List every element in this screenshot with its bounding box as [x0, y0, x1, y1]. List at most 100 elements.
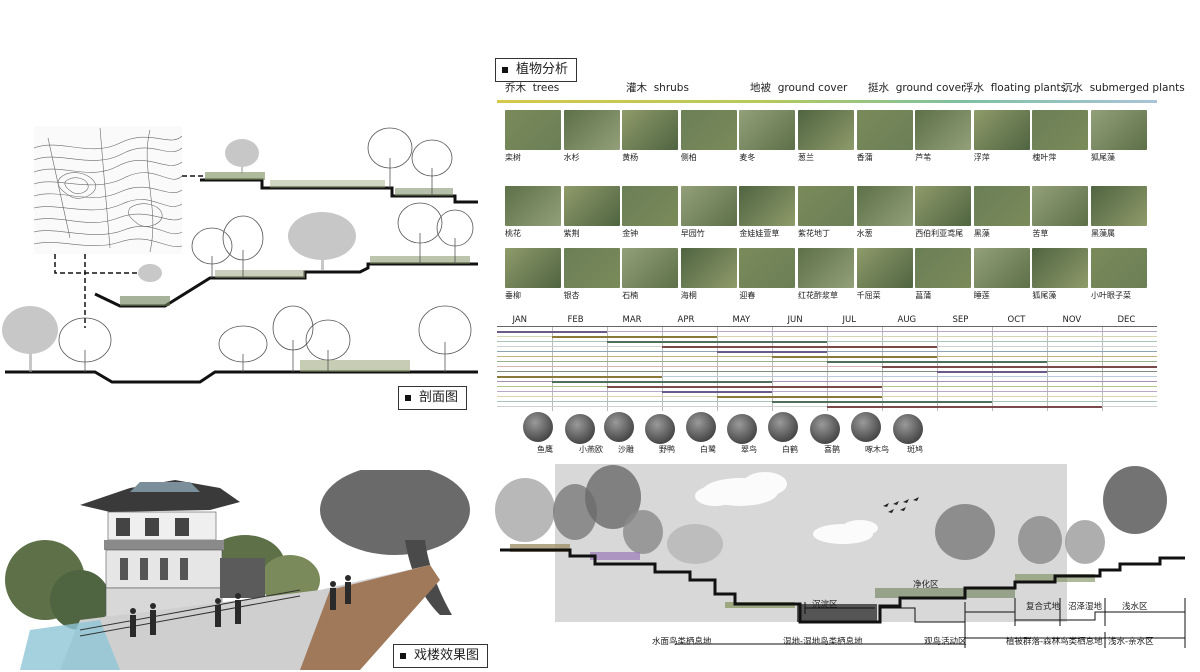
plant-name: 小叶眼子菜: [1091, 291, 1131, 300]
timeline-bar: [552, 336, 717, 338]
bird-name: 白鹤: [782, 445, 798, 454]
zone-sedimentation: 沉淀区: [812, 600, 838, 610]
bird-icon: [645, 414, 675, 444]
timeline-row: [497, 366, 1157, 367]
plant-name: 水杉: [563, 153, 580, 162]
plant-name: 金娃娃萱草: [739, 229, 780, 238]
plant-photo: [973, 248, 1030, 288]
plant-photo: [505, 110, 561, 150]
month-divider: [882, 327, 883, 411]
plant-photo: [563, 110, 620, 150]
opera-label: 戏楼效果图: [393, 644, 489, 668]
plant-photo: [973, 110, 1030, 150]
timeline-row: [497, 331, 1157, 332]
timeline-bar: [772, 401, 992, 403]
plant-name: 睡莲: [973, 291, 990, 300]
timeline-bar: [497, 376, 662, 378]
plant-photo: [505, 248, 561, 288]
zone-compound: 复合式地: [1026, 602, 1061, 612]
month-divider: [1047, 327, 1048, 411]
bird-name: 沙雕: [618, 445, 634, 454]
plant-name: 麦冬: [739, 153, 756, 162]
plant-photo: [1091, 186, 1147, 226]
bird-name: 野鸭: [659, 445, 675, 454]
timeline-bar: [772, 356, 937, 358]
plant-photo: [1091, 248, 1147, 288]
month-divider: [607, 327, 608, 411]
plant-photo: [739, 186, 796, 226]
plant-name: 葱兰: [798, 153, 814, 162]
plant-photo: [856, 110, 913, 150]
bird-icon: [893, 414, 923, 444]
square-icon: [400, 652, 406, 659]
plant-name: 黄杨: [622, 153, 639, 162]
bird-name: 小燕欧: [579, 445, 603, 454]
timeline-row: [497, 376, 1157, 377]
timeline-row: [497, 371, 1157, 372]
section-label: 剖面图: [398, 386, 468, 410]
plant-photo: [1091, 110, 1147, 150]
timeline-bar: [607, 341, 827, 343]
zone-purification: 净化区: [913, 580, 939, 590]
plant-photo: [739, 248, 796, 288]
plant-name: 狐尾藻: [1032, 291, 1057, 300]
opera-render: [5, 470, 470, 670]
bird-icon: [565, 414, 595, 444]
timeline-row: [497, 381, 1157, 382]
month-divider: [937, 327, 938, 411]
month-label: AUG: [897, 315, 917, 325]
render-people: [130, 575, 351, 637]
bird-name: 白鹭: [700, 445, 716, 454]
timeline-row: [497, 341, 1157, 342]
plant-photo: [622, 110, 679, 150]
plant-name: 银杏: [563, 291, 580, 300]
timeline-row: [497, 351, 1157, 352]
zone-shallow: 浅水区: [1122, 602, 1148, 612]
zone-marsh: 沼泽湿地: [1068, 602, 1103, 612]
category-submerged: 沉水 submerged plants: [1062, 82, 1185, 94]
month-label: JUN: [787, 315, 803, 325]
plant-name: 黑藻属: [1091, 229, 1115, 238]
month-label: MAR: [622, 315, 642, 325]
plant-photo: [505, 186, 561, 226]
opera-building: [80, 480, 265, 619]
timeline-bar: [937, 371, 1047, 373]
plant-name: 石楠: [622, 291, 639, 300]
plant-name: 苦草: [1032, 229, 1049, 238]
plant-photo: [563, 186, 620, 226]
category-emergent: 挺水 ground cover: [868, 82, 966, 94]
plant-name: 紫花地丁: [798, 229, 830, 238]
plant-name: 早园竹: [680, 229, 705, 238]
timeline-bar: [827, 361, 1047, 363]
timeline-bar: [717, 351, 827, 353]
plant-photo: [680, 110, 737, 150]
plant-name: 浮萍: [973, 153, 990, 162]
month-label: JAN: [512, 315, 528, 325]
plant-photo: [1032, 110, 1089, 150]
wetland-section: [495, 464, 1186, 648]
timeline-bar: [607, 386, 882, 388]
plant-photo: [1032, 186, 1089, 226]
plant-photo: [856, 186, 913, 226]
clouds: [695, 472, 878, 544]
month-divider: [717, 327, 718, 411]
plant-name: 侧柏: [680, 153, 697, 162]
plant-photo: [915, 248, 972, 288]
plant-photo: [563, 248, 620, 288]
plant-name: 千屈菜: [856, 291, 881, 300]
zone-bird-watching: 观鸟活动区: [924, 637, 967, 647]
plant-name: 槐叶萍: [1032, 153, 1057, 162]
category-underline: [497, 100, 1157, 103]
bird-name: 翠鸟: [741, 445, 757, 454]
month-label: JUL: [842, 315, 856, 325]
month-divider: [827, 327, 828, 411]
bird-icon: [727, 414, 757, 444]
month-divider: [772, 327, 773, 411]
plant-name: 迎春: [739, 291, 756, 300]
timeline-bar: [717, 396, 882, 398]
plant-name: 香蒲: [856, 153, 873, 162]
bird-icon: [851, 412, 881, 442]
section-bottom: [5, 360, 478, 384]
month-label: SEP: [952, 315, 969, 325]
section-top: [200, 172, 478, 204]
